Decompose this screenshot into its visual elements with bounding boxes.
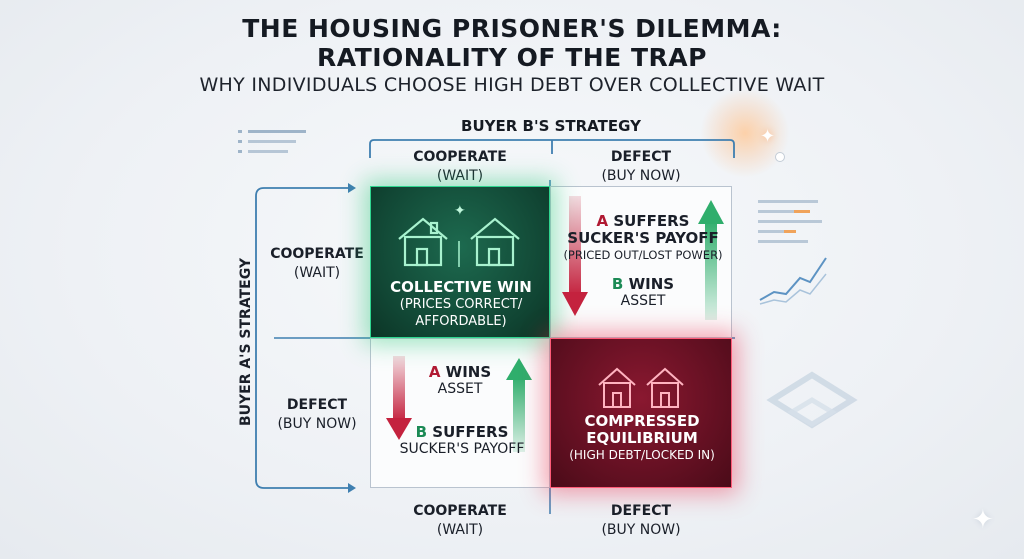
cell-dc-text: A WINS ASSET <box>386 364 534 398</box>
row-label-defect: DEFECT (BUY NOW) <box>262 396 372 434</box>
title-line-1: THE HOUSING PRISONER'S DILEMMA: <box>242 14 782 43</box>
col-label-text: DEFECT <box>610 149 672 165</box>
cell-cc-line2: AFFORDABLE) <box>415 314 507 329</box>
player-a-letter: A <box>428 363 441 381</box>
bar-chart-icon <box>758 200 822 243</box>
row-label-cooperate: COOPERATE (WAIT) <box>262 245 372 283</box>
col-label-text: DEFECT <box>610 503 672 519</box>
house-icon <box>398 217 520 267</box>
col-label-cooperate-bottom: COOPERATE (WAIT) <box>370 502 550 540</box>
arrow-down-icon <box>386 356 412 440</box>
cell-cd-text: A SUFFERS SUCKER'S PAYOFF (PRICED OUT/LO… <box>562 213 724 310</box>
cell-dd-title-2: EQUILIBRIUM <box>586 429 698 447</box>
row-label-text: DEFECT <box>286 397 348 413</box>
dot-decoration <box>775 152 785 162</box>
cell-cd-a-line3: (PRICED OUT/LOST POWER) <box>563 248 723 262</box>
player-b-letter: B <box>611 275 624 293</box>
arrow-down-icon <box>562 196 588 316</box>
cell-collective-win: ✦ COLLECTIVE WIN (PRICES CORRECT/ AFFORD… <box>370 186 550 338</box>
arrow-up-icon <box>698 200 724 320</box>
sparkle-icon: ✦ <box>972 505 994 535</box>
document-lines-icon <box>238 130 306 153</box>
cell-dd-line1: (HIGH DEBT/LOCKED IN) <box>569 448 715 462</box>
subtitle: WHY INDIVIDUALS CHOOSE HIGH DEBT OVER CO… <box>199 74 825 96</box>
col-label-sub: (BUY NOW) <box>601 522 681 538</box>
cell-cd-b-line2: ASSET <box>620 293 666 309</box>
house-icon <box>598 367 684 408</box>
cell-cd-b-outcome: WINS <box>628 275 675 293</box>
col-label-defect-bottom: DEFECT (BUY NOW) <box>551 502 731 540</box>
col-label-sub: (WAIT) <box>436 522 484 538</box>
title-line-2: RATIONALITY OF THE TRAP <box>317 43 707 72</box>
cell-cc-text: COLLECTIVE WIN (PRICES CORRECT/ AFFORDAB… <box>371 279 551 330</box>
cell-dd-title-1: COMPRESSED <box>584 412 700 430</box>
row-label-sub: (WAIT) <box>293 265 341 281</box>
cell-dc-a-outcome: WINS <box>445 363 492 381</box>
glow-decoration <box>700 88 790 178</box>
row-label-sub: (BUY NOW) <box>277 416 357 432</box>
column-bracket <box>369 139 735 158</box>
cell-cd-a-line2: SUCKER'S PAYOFF <box>567 229 719 247</box>
col-label-cooperate-top: COOPERATE (WAIT) <box>370 148 550 186</box>
col-label-sub: (BUY NOW) <box>601 168 681 184</box>
cell-cc-title: COLLECTIVE WIN <box>390 278 532 296</box>
row-bracket <box>255 183 356 493</box>
col-axis-title: BUYER B'S STRATEGY <box>461 117 641 135</box>
cell-dd-text: COMPRESSED EQUILIBRIUM (HIGH DEBT/LOCKED… <box>551 413 733 464</box>
cell-dc-b-line2: SUCKER'S PAYOFF <box>399 441 525 457</box>
arrow-up-icon <box>506 358 532 452</box>
col-label-defect-top: DEFECT (BUY NOW) <box>551 148 731 186</box>
cell-cc-line1: (PRICES CORRECT/ <box>399 297 523 312</box>
line-chart-icon <box>759 257 827 305</box>
cell-compressed-equilibrium: COMPRESSED EQUILIBRIUM (HIGH DEBT/LOCKED… <box>550 338 732 488</box>
cube-icon <box>766 371 858 429</box>
cell-cd-a-outcome: SUFFERS <box>613 212 690 230</box>
sparkle-icon: ✦ <box>454 203 466 219</box>
cell-dc-b-text: B SUFFERS SUCKER'S PAYOFF <box>382 424 542 458</box>
cell-dc-a-line2: ASSET <box>437 381 483 397</box>
row-label-text: COOPERATE <box>270 246 364 262</box>
col-label-text: COOPERATE <box>413 503 507 519</box>
cell-dc-b-outcome: SUFFERS <box>432 423 509 441</box>
col-label-sub: (WAIT) <box>436 168 484 184</box>
player-a-letter: A <box>596 212 609 230</box>
player-b-letter: B <box>415 423 428 441</box>
col-label-text: COOPERATE <box>413 149 507 165</box>
sparkle-icon: ✦ <box>760 126 776 147</box>
